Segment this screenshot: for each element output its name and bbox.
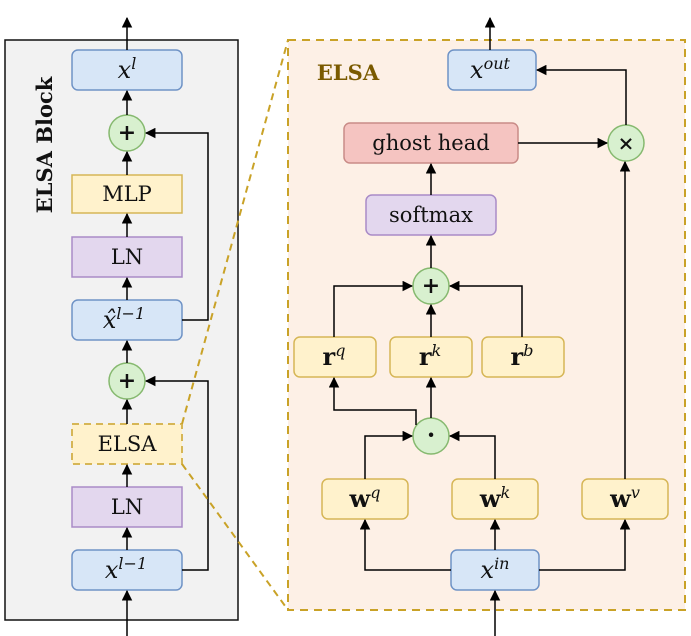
node-w-v: wv bbox=[581, 478, 669, 520]
node-w-k: wk bbox=[451, 478, 539, 520]
svg-text:×: × bbox=[618, 131, 635, 155]
node-ghost-head: ghost head bbox=[343, 122, 519, 164]
node-x-l: xl bbox=[71, 49, 183, 91]
svg-text:ELSA: ELSA bbox=[98, 432, 158, 456]
svg-text:+: + bbox=[118, 120, 136, 146]
node-x-l-minus-1: xl−1 bbox=[71, 549, 183, 591]
svg-text:wk: wk bbox=[479, 483, 510, 513]
node-xhat: x̂l−1 bbox=[71, 299, 183, 341]
elsa-arrows bbox=[328, 16, 631, 636]
svg-text:xl−1: xl−1 bbox=[105, 554, 147, 584]
svg-text:MLP: MLP bbox=[102, 182, 152, 206]
node-elsa-small: ELSA bbox=[71, 423, 183, 465]
node-softmax: softmax bbox=[365, 194, 497, 236]
node-ln-bottom: LN bbox=[71, 486, 183, 528]
svg-text:+: + bbox=[422, 273, 440, 299]
node-x-in: xin bbox=[450, 549, 540, 591]
svg-text:LN: LN bbox=[111, 245, 143, 269]
svg-text:rq: rq bbox=[323, 341, 346, 371]
svg-text:rb: rb bbox=[511, 341, 534, 371]
plus-node-bottom: + bbox=[108, 362, 146, 400]
svg-text:wq: wq bbox=[349, 483, 381, 513]
svg-text:ghost head: ghost head bbox=[372, 131, 489, 155]
svg-text:+: + bbox=[118, 368, 136, 394]
svg-text:xl: xl bbox=[118, 54, 137, 84]
node-r-q: rq bbox=[293, 336, 377, 378]
node-mlp: MLP bbox=[71, 174, 183, 214]
plus-node-top: + bbox=[108, 114, 146, 152]
times-node: × bbox=[607, 124, 645, 162]
svg-text:softmax: softmax bbox=[389, 203, 473, 227]
dot-node: · bbox=[412, 417, 450, 455]
node-x-out: xout bbox=[447, 49, 537, 91]
elsa-block-title: ELSA Block bbox=[32, 76, 57, 213]
plus-node-elsa: + bbox=[412, 267, 450, 305]
node-ln-top: LN bbox=[71, 236, 183, 278]
svg-text:xin: xin bbox=[481, 554, 510, 584]
svg-text:LN: LN bbox=[111, 495, 143, 519]
zoom-connectors bbox=[181, 39, 289, 611]
svg-text:wv: wv bbox=[609, 483, 640, 513]
block-arrows bbox=[121, 16, 209, 636]
node-w-q: wq bbox=[321, 478, 409, 520]
svg-text:rk: rk bbox=[419, 341, 441, 371]
svg-text:x̂l−1: x̂l−1 bbox=[103, 304, 145, 334]
svg-text:·: · bbox=[427, 420, 435, 449]
elsa-panel-title: ELSA bbox=[317, 60, 380, 85]
node-r-b: rb bbox=[481, 336, 565, 378]
node-r-k: rk bbox=[389, 336, 473, 378]
svg-text:xout: xout bbox=[470, 54, 510, 84]
